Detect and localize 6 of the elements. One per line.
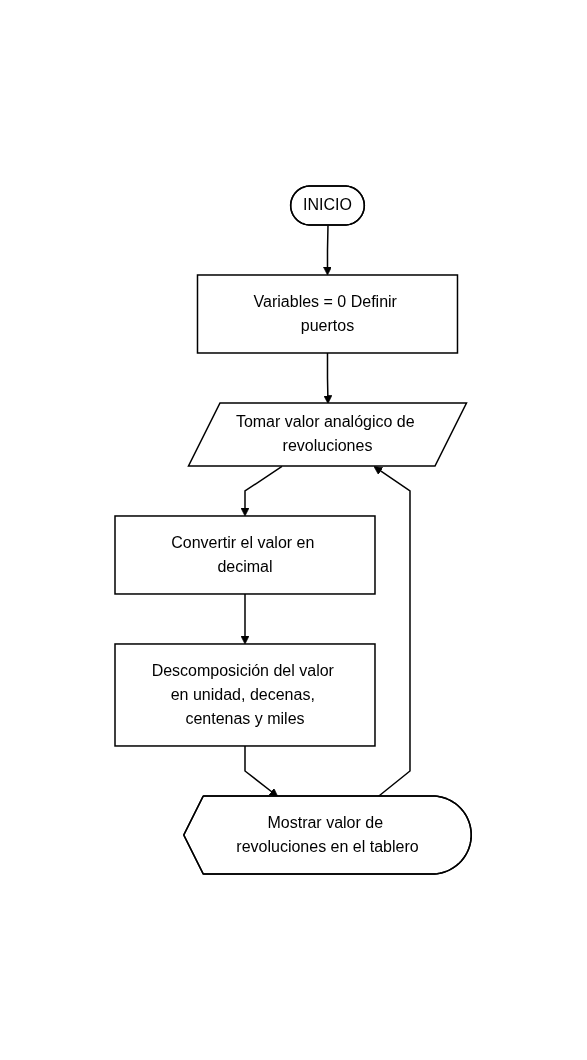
node-box: Descomposición del valor en unidad, decenas, centenas y miles	[114, 643, 377, 747]
arrow	[323, 224, 333, 276]
node-box: Variables = 0 Definir puertos	[197, 274, 459, 354]
arrow	[323, 352, 333, 404]
node-box: Convertir el valor en decimal	[114, 515, 377, 595]
arrow	[241, 593, 250, 645]
